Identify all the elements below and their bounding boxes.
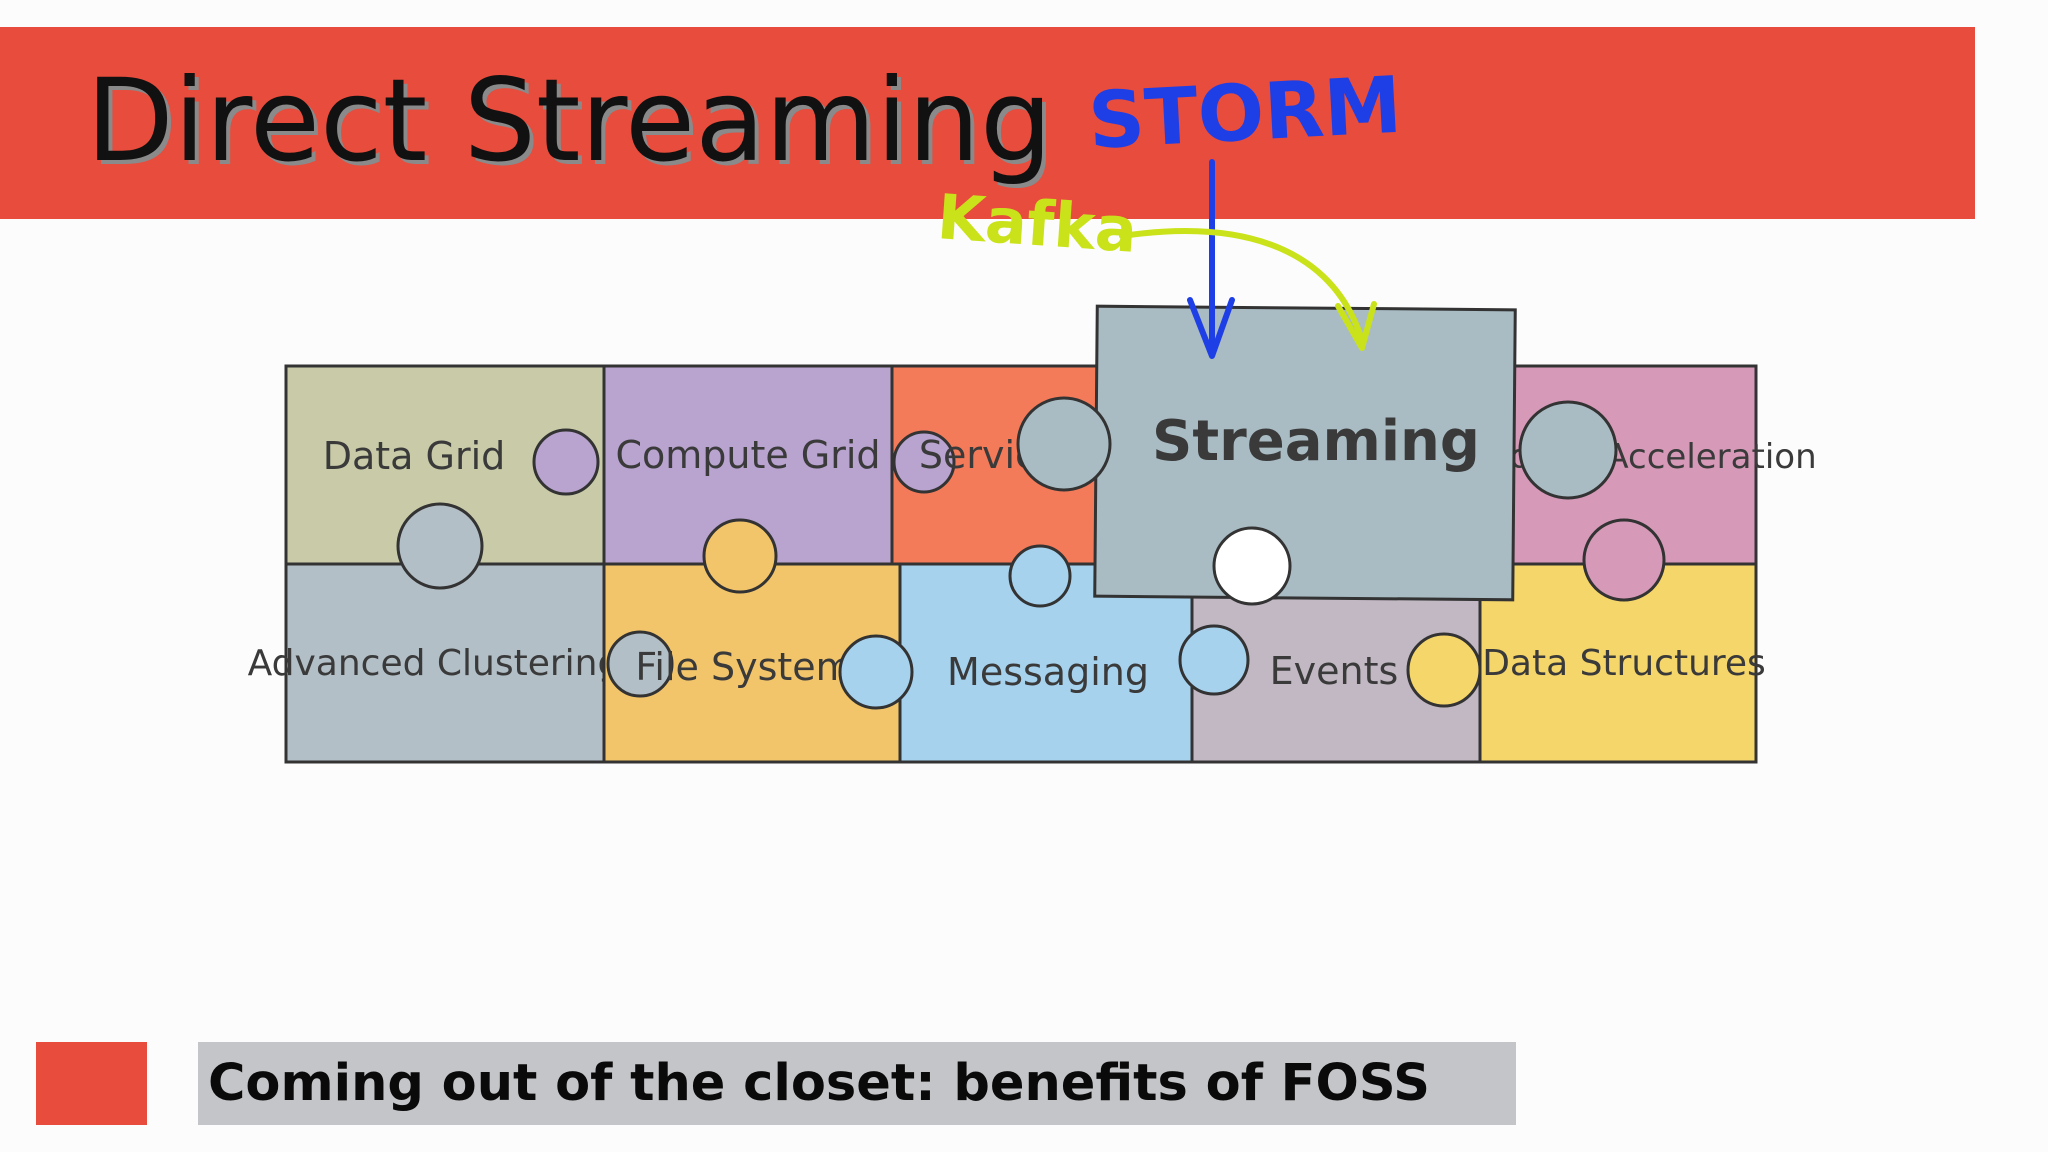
piece-label: Data Grid — [323, 434, 506, 478]
storm-label: STORM — [1086, 61, 1404, 167]
piece-label: Hadoop Acceleration — [1463, 437, 1816, 477]
piece-label: File System — [635, 645, 852, 689]
piece-label: Data Structures — [1482, 643, 1766, 684]
piece-label: Advanced Clustering — [248, 643, 621, 684]
footer-text: Coming out of the closet: benefits of FO… — [208, 1054, 1430, 1113]
piece-label: Events — [1270, 649, 1399, 693]
piece-label: Compute Grid — [615, 433, 880, 477]
piece-label: Streaming — [1152, 409, 1480, 474]
piece-label: Messaging — [947, 650, 1149, 694]
footer-accent-square — [36, 1042, 147, 1125]
kafka-label: Kafka — [935, 180, 1140, 267]
footer-bar: Coming out of the closet: benefits of FO… — [198, 1042, 1516, 1125]
